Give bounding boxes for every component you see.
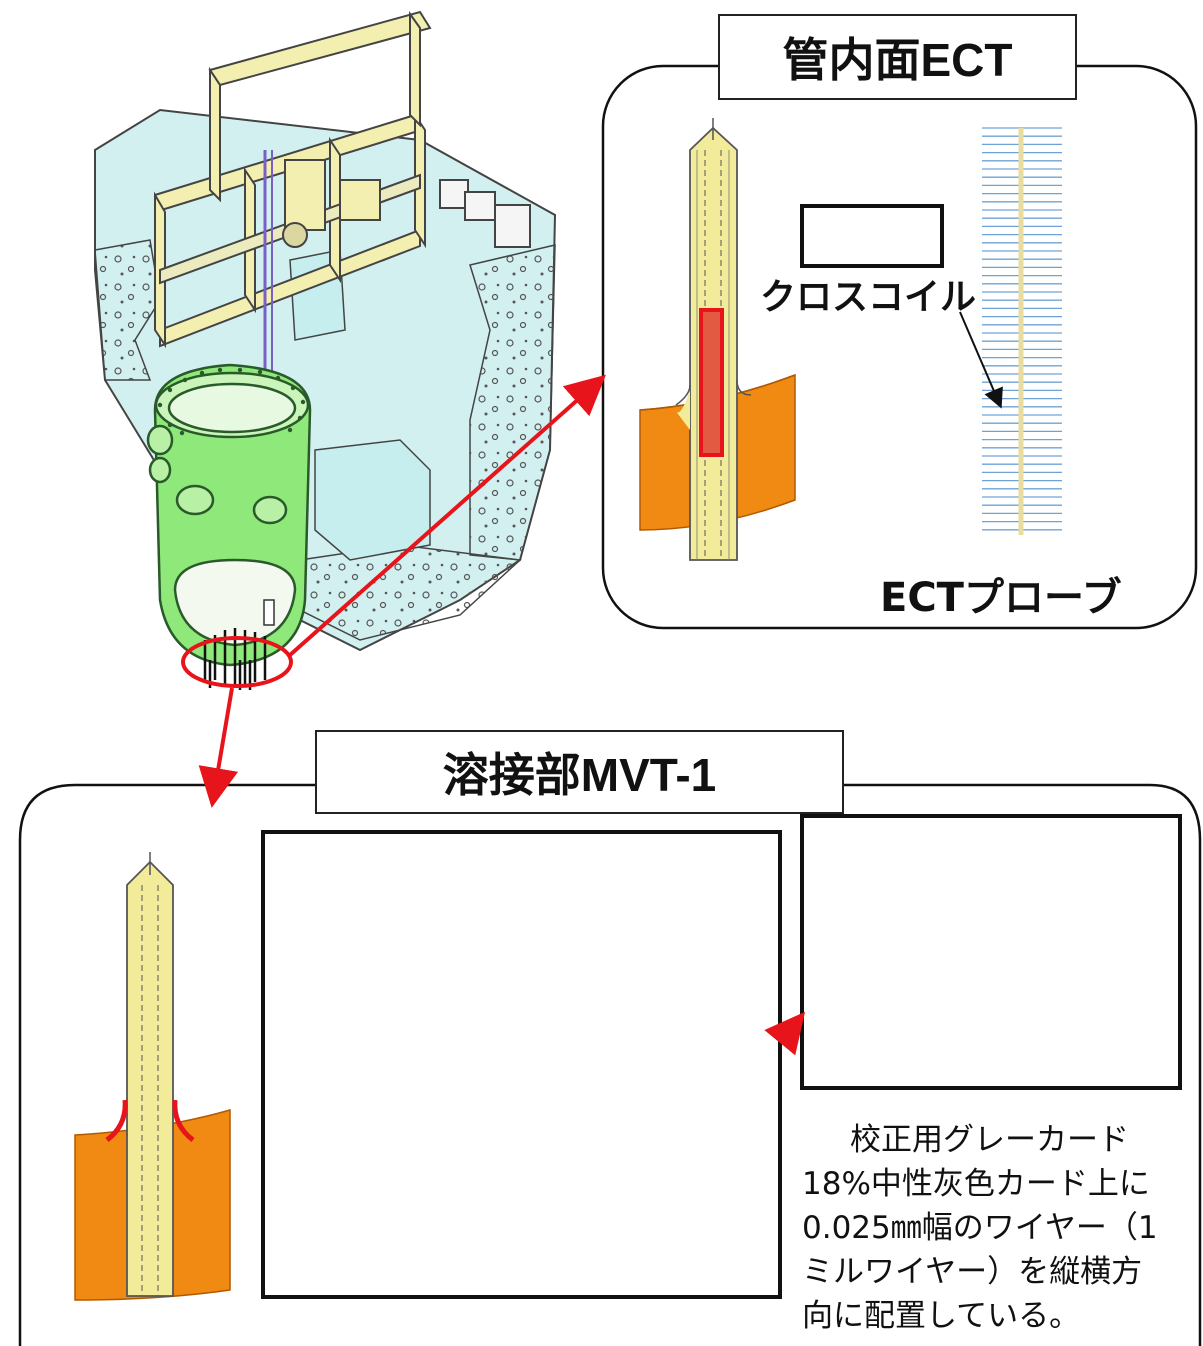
inner-wall-block (314, 439, 431, 561)
cross-coil-label: クロスコイル (760, 277, 977, 318)
weld-mark-left (105, 1099, 128, 1142)
ect-panel (601, 64, 1198, 630)
caption-line: 向に配置している。 (802, 1298, 1081, 1334)
reactor-illustration (94, 10, 557, 690)
concrete-left (94, 239, 161, 381)
caption-line: 0.025㎜幅のワイヤー（1 (802, 1210, 1158, 1246)
equipment-boxes (439, 179, 531, 248)
concrete-bottom (299, 544, 522, 641)
calibration-caption: 校正用グレーカード 18%中性灰色カード上に 0.025㎜幅のワイヤー（1 ミル… (802, 1118, 1197, 1338)
mvt-title: 溶接部MVT-1 (442, 749, 717, 801)
manipulator-crane (154, 10, 432, 349)
arrow-to-ect (288, 374, 606, 657)
weld-mark-right (172, 1099, 195, 1142)
mvt-panel (18, 783, 1202, 1346)
bmi-highlight-ellipse (181, 636, 293, 688)
caption-line: 18%中性灰色カード上に (802, 1166, 1150, 1202)
coil-image-frame (800, 204, 944, 268)
caption-line: ミルワイヤー）を縦横方 (802, 1254, 1143, 1290)
flange-bolts (157, 367, 306, 436)
reactor-vessel (146, 363, 312, 667)
mvt-image-frame-small (800, 814, 1182, 1090)
concrete-right (469, 244, 556, 561)
ect-title: 管内面ECT (782, 34, 1013, 86)
coil-region-highlight (699, 308, 724, 457)
ect-probe-image (982, 127, 1062, 535)
arrow-to-mvt (198, 687, 239, 808)
ect-title-box: 管内面ECT (718, 14, 1077, 100)
mvt-tube (126, 852, 174, 1297)
ect-probe-label: ECTプローブ (880, 575, 1122, 621)
mvt-image-frame-large (261, 830, 782, 1299)
caption-line: 校正用グレーカード (850, 1122, 1129, 1158)
mvt-title-box: 溶接部MVT-1 (315, 730, 844, 814)
